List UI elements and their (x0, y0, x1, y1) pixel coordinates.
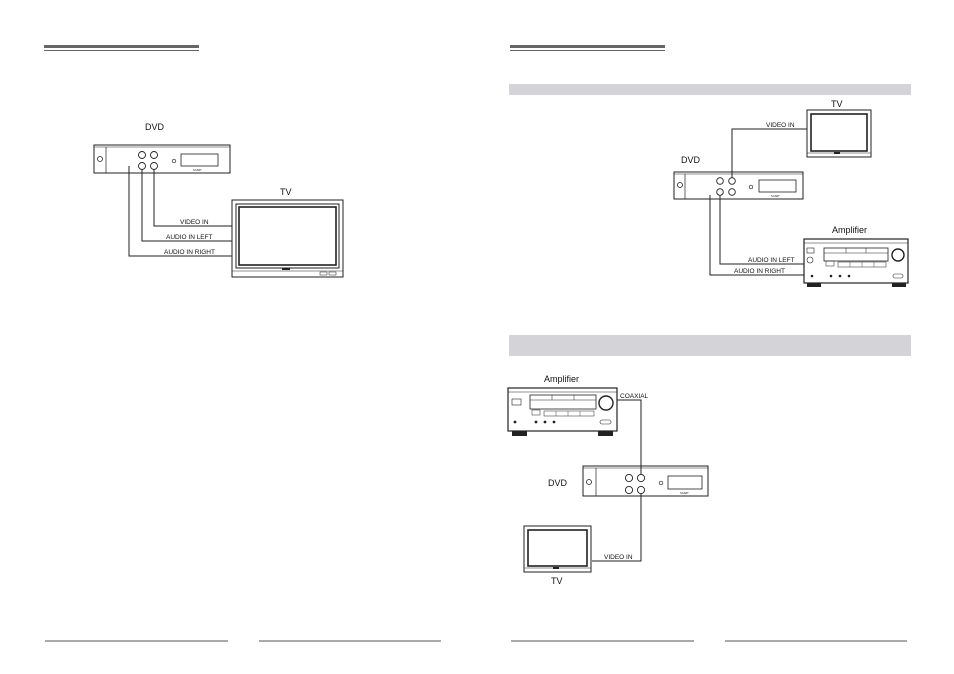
amplifier-2 (507, 387, 618, 436)
diagram-coaxial-amplifier-dvd-tv: Amplifier COAXIAL DVD (507, 374, 709, 586)
dvd-label: DVD (145, 122, 165, 132)
tv-2 (806, 109, 872, 158)
tv-label-3: TV (551, 576, 563, 586)
dvd-player-2: SCART (673, 171, 804, 200)
tv-3 (523, 525, 592, 573)
tv-1 (231, 199, 344, 278)
section-bar-middle (509, 335, 911, 356)
amplifier-label-1: Amplifier (832, 225, 867, 235)
dvd-label-2: DVD (681, 155, 701, 165)
dvd-rca-jacks-2 (716, 177, 736, 196)
section-bar-top (509, 84, 911, 95)
left-page-header-rule (44, 45, 199, 51)
video-in-label-1: VIDEO IN (180, 219, 209, 226)
right-page-header-rule (510, 45, 665, 51)
audio-in-left-label-1: AUDIO IN LEFT (166, 234, 213, 241)
dvd-rca-jacks-3 (624, 473, 646, 495)
dvd-rca-jacks (138, 151, 158, 170)
cables-diagram-2 (709, 128, 807, 276)
dvd-player-3: SCART (582, 465, 709, 497)
dvd-scart-port-2 (758, 179, 797, 193)
coaxial-label: COAXIAL (620, 393, 649, 400)
cables-diagram-3 (592, 399, 642, 562)
dvd-scart-text-2: SCART (771, 194, 780, 198)
dvd-scart-text-3: SCART (680, 491, 689, 495)
dvd-player: SCART (93, 144, 231, 174)
video-in-label-3: VIDEO IN (604, 554, 633, 561)
dvd-scart-port (180, 153, 219, 167)
dvd-scart-text: SCART (193, 168, 202, 172)
amplifier-1 (803, 238, 909, 287)
cables-diagram-1 (128, 166, 232, 257)
diagram-dvd-to-tv-audio: DVD SCART VIDEO IN AUDIO IN LEFT AUD (93, 122, 344, 278)
tv-label-2: TV (831, 99, 843, 109)
dvd-scart-port-3 (667, 475, 703, 490)
audio-in-right-label-2: AUDIO IN RIGHT (734, 268, 785, 275)
audio-in-left-label-2: AUDIO IN LEFT (748, 257, 795, 264)
audio-in-right-label-1: AUDIO IN RIGHT (164, 249, 215, 256)
diagram-dvd-to-tv-and-amplifier: TV DVD SCART (673, 99, 909, 287)
amplifier-label-2: Amplifier (544, 374, 579, 384)
dvd-label-3: DVD (548, 478, 568, 488)
video-in-label-2: VIDEO IN (766, 122, 795, 129)
tv-label-1: TV (280, 187, 292, 197)
